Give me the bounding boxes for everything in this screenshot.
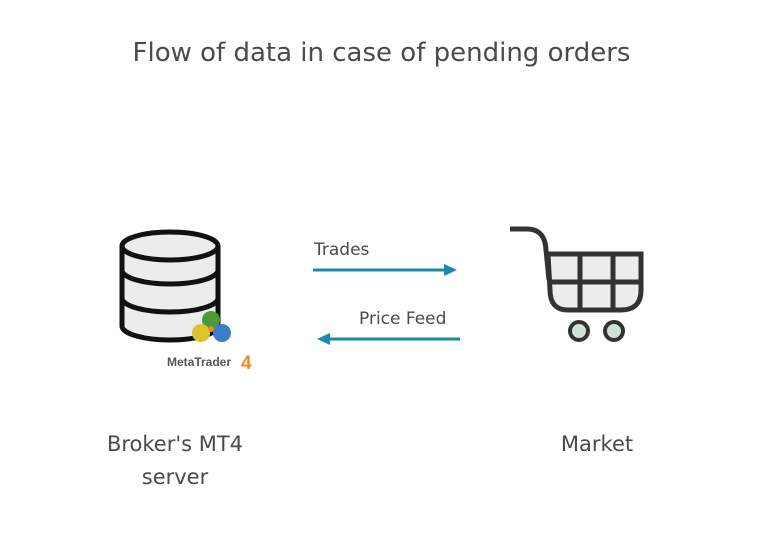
metatrader-logo-icon — [192, 311, 231, 342]
server-label-line1: Broker's MT4 — [106, 432, 244, 456]
server-label-line2: server — [141, 465, 209, 489]
price-feed-arrow — [317, 333, 460, 345]
diagram-title: Flow of data in case of pending orders — [132, 38, 631, 68]
shopping-cart-icon — [510, 226, 644, 342]
trades-arrow — [313, 264, 457, 276]
market-label: Market — [560, 432, 634, 456]
price-feed-label: Price Feed — [359, 309, 447, 329]
trades-label: Trades — [314, 240, 370, 260]
server-label: Broker's MT4 server — [75, 428, 275, 494]
metatrader-logo-text: MetaTrader — [167, 355, 231, 369]
metatrader-logo-number: 4 — [241, 353, 252, 374]
